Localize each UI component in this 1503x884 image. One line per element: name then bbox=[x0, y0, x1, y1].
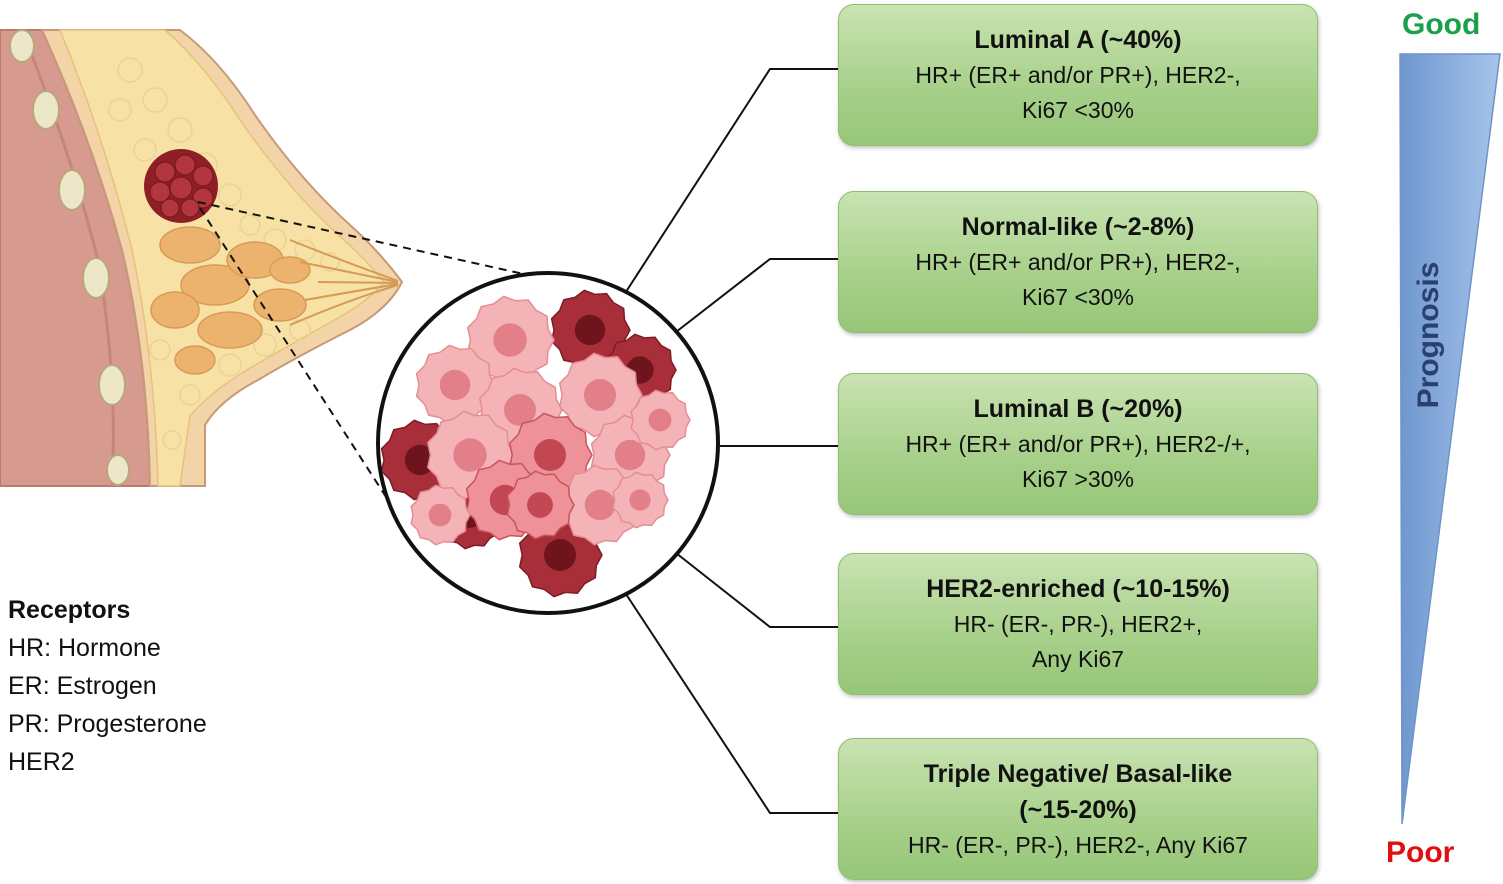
cell-nucleus bbox=[648, 408, 672, 432]
fat-tissue bbox=[58, 29, 385, 487]
subtype-title: Normal-like (~2-8%) bbox=[961, 213, 1195, 241]
subtype-title: Luminal A (~40%) bbox=[974, 26, 1182, 54]
prognosis-wedge bbox=[1399, 53, 1501, 825]
subtype-ki67: Ki67 <30% bbox=[1022, 284, 1134, 310]
cell-nucleus bbox=[439, 369, 471, 401]
subtype-markers: HR- (ER-, PR-), HER2+, bbox=[953, 611, 1203, 637]
breast-illustration bbox=[0, 29, 404, 487]
cell-nucleus bbox=[574, 314, 606, 346]
legend-item-hr: HR: Hormone bbox=[8, 634, 161, 662]
subtype-title: Triple Negative/ Basal-like bbox=[923, 759, 1233, 788]
subtype-markers: HR- (ER-, PR-), HER2-, Any Ki67 bbox=[908, 831, 1248, 858]
subtype-box-her2-enriched: HER2-enriched (~10-15%) HR- (ER-, PR-), … bbox=[838, 553, 1318, 695]
cell-nucleus bbox=[629, 489, 651, 511]
legend-title: Receptors bbox=[8, 596, 131, 624]
cell-nucleus bbox=[527, 492, 553, 518]
receptors-legend: Receptors HR: Hormone ER: Estrogen PR: P… bbox=[8, 592, 207, 781]
subtype-ki67: Ki67 <30% bbox=[1022, 97, 1134, 123]
cell-nucleus bbox=[504, 394, 536, 426]
subtype-box-luminal-b: Luminal B (~20%) HR+ (ER+ and/or PR+), H… bbox=[838, 373, 1318, 515]
subtype-title: Luminal B (~20%) bbox=[973, 395, 1183, 423]
prognosis-poor-label: Poor bbox=[1386, 836, 1455, 869]
prognosis-label: Prognosis bbox=[1412, 262, 1445, 409]
prognosis-scale: Prognosis bbox=[1399, 53, 1501, 825]
cell-nucleus bbox=[544, 539, 576, 571]
tumor bbox=[144, 149, 218, 223]
cell-nucleus bbox=[428, 503, 452, 527]
milk-ducts bbox=[289, 239, 399, 326]
cell-nucleus bbox=[584, 379, 616, 411]
subtype-markers: HR+ (ER+ and/or PR+), HER2-, bbox=[915, 249, 1241, 275]
tumor-cell-cluster bbox=[376, 271, 720, 615]
cell-nucleus bbox=[534, 439, 566, 471]
cell-nucleus bbox=[614, 439, 646, 471]
rib-cross-sections bbox=[9, 29, 130, 486]
prognosis-good-label: Good bbox=[1402, 8, 1481, 41]
subtype-box-luminal-a: Luminal A (~40%) HR+ (ER+ and/or PR+), H… bbox=[838, 4, 1318, 146]
cell-nucleus bbox=[584, 489, 616, 521]
zoom-lines bbox=[197, 201, 579, 501]
cell-nucleus bbox=[453, 438, 487, 472]
legend-item-pr: PR: Progesterone bbox=[8, 710, 207, 738]
subtype-ki67: Ki67 >30% bbox=[1022, 466, 1134, 492]
subtype-markers: HR+ (ER+ and/or PR+), HER2-/+, bbox=[905, 431, 1251, 457]
legend-item-her2: HER2 bbox=[8, 748, 75, 776]
subtype-box-triple-negative: Triple Negative/ Basal-like (~15-20%) HR… bbox=[838, 738, 1318, 880]
mammary-glands bbox=[150, 226, 311, 375]
subtype-percentage: (~15-20%) bbox=[1019, 795, 1137, 824]
subtype-ki67: Any Ki67 bbox=[1031, 646, 1125, 672]
subtype-title: HER2-enriched (~10-15%) bbox=[926, 575, 1230, 603]
cell-nucleus bbox=[493, 323, 527, 357]
fat-lobules bbox=[108, 57, 340, 450]
subtype-markers: HR+ (ER+ and/or PR+), HER2-, bbox=[915, 62, 1241, 88]
legend-item-er: ER: Estrogen bbox=[8, 672, 157, 700]
subtype-box-normal-like: Normal-like (~2-8%) HR+ (ER+ and/or PR+)… bbox=[838, 191, 1318, 333]
connector-lines bbox=[621, 68, 838, 814]
